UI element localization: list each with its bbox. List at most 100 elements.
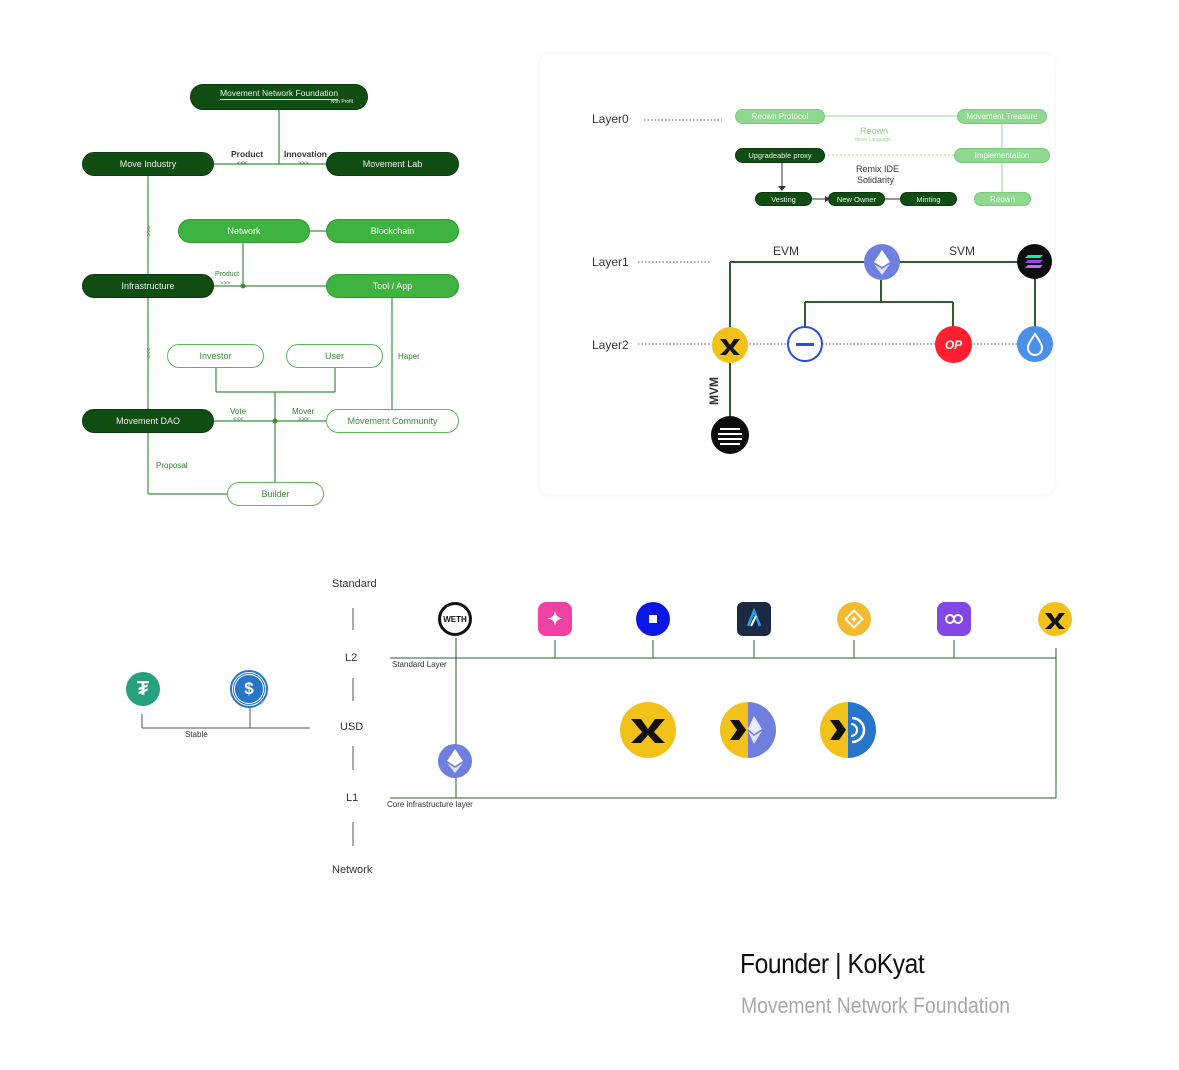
movement-usdc-icon: [820, 702, 876, 758]
ethereum-glyph: [874, 250, 890, 275]
label-arrows-left: <<<: [237, 161, 248, 167]
solana-glyph: [1025, 255, 1043, 268]
node-minting: Minting: [900, 192, 957, 206]
label-arrows-vertical-2: >>>: [144, 347, 151, 359]
usdc-symbol: $: [244, 679, 254, 698]
node-blockchain: Blockchain: [326, 219, 459, 243]
label-move-language: Move Language: [855, 137, 891, 143]
node-network: Network: [178, 219, 310, 243]
layers-panel: Layer0 Layer1 Layer2 Reown Protocol Move…: [540, 54, 1054, 494]
weth-label: WETH: [443, 614, 467, 624]
footer-org: Movement Network Foundation: [741, 993, 1011, 1018]
arbitrum-icon: [737, 602, 771, 636]
label-layer0: Layer0: [592, 112, 629, 126]
arbitrum-glyph: [746, 607, 762, 627]
label-vote: Vote: [230, 407, 247, 416]
movement-big-glyph: [631, 719, 665, 743]
node-movement-community: Movement Community: [326, 409, 459, 433]
movement-icon-top: [1038, 602, 1072, 636]
node-movement-lab: Movement Lab: [326, 152, 459, 176]
node-tool-app: Tool / App: [326, 274, 459, 298]
bnb-glyph: [844, 609, 864, 629]
optimism-icon: OP: [935, 326, 972, 363]
label-arrows-vote: <<<: [233, 417, 244, 423]
base-icon: [636, 602, 670, 636]
aptos-icon: [711, 416, 749, 454]
label-network: Network: [332, 864, 373, 876]
ethereum-icon-l1: [438, 744, 472, 778]
label-layer2: Layer2: [592, 338, 629, 352]
node-upgradeable-proxy: Upgradeable proxy: [735, 148, 825, 163]
label-core-layer: Core infrastructure layer: [387, 800, 473, 809]
label-l1: L1: [346, 792, 359, 804]
ethereum-glyph-l1: [447, 749, 463, 773]
node-movement-treasure: Movement Treasure: [957, 109, 1047, 124]
label-svm: SVM: [949, 244, 976, 258]
label-layer1: Layer1: [592, 255, 629, 269]
stack-panel: Standard L2 USD L1 Network Standard Laye…: [80, 546, 1135, 906]
label-mvm: MVM: [707, 377, 721, 405]
node-user: User: [286, 344, 383, 368]
movement-glyph: [720, 339, 740, 355]
movement-eth-icon: [720, 702, 776, 758]
stop-glyph: [796, 343, 814, 346]
node-root-title: Movement Network Foundation: [219, 88, 339, 100]
weth-icon: WETH: [438, 602, 472, 636]
label-innovation: Innovation: [284, 149, 327, 159]
ethereum-icon: [864, 244, 900, 280]
optimism-label: OP: [944, 337, 963, 352]
node-builder: Builder: [227, 482, 324, 506]
stop-icon: [787, 326, 823, 362]
tether-symbol: ₮: [136, 677, 150, 700]
footer-founder: Founder | KoKyat: [740, 948, 925, 979]
stack-connectors: [141, 608, 1057, 846]
node-investor: Investor: [167, 344, 264, 368]
polygon-glyph: [945, 614, 963, 624]
node-root-subtitle: Non Profit: [330, 98, 353, 105]
solana-icon: [1017, 244, 1052, 279]
node-new-owner: New Owner: [828, 192, 885, 206]
node-move-industry: Move Industry: [82, 152, 214, 176]
aptos-glyph: [718, 428, 742, 445]
node-vesting: Vesting: [755, 192, 812, 206]
label-mover: Mover: [292, 407, 315, 416]
label-remix-ide: Remix IDE: [856, 164, 900, 174]
label-arrows-mover: >>>: [298, 417, 309, 423]
label-l2: L2: [345, 652, 358, 664]
bnb-icon: [837, 602, 871, 636]
label-stable: Stable: [185, 730, 208, 739]
label-solidarity: Solidarity: [857, 175, 895, 185]
label-evm: EVM: [773, 244, 800, 258]
node-movement-dao: Movement DAO: [82, 409, 214, 433]
label-standard-layer: Standard Layer: [392, 660, 447, 669]
label-reown-center: Reown: [860, 126, 889, 136]
label-standard: Standard: [332, 578, 377, 590]
base-glyph: [649, 615, 657, 623]
node-movement-network-foundation: Movement Network Foundation Non Profit: [190, 84, 368, 110]
sparkle-icon: ✦: [538, 602, 572, 636]
node-implementation: Implementation: [954, 148, 1050, 163]
tether-icon: ₮: [126, 672, 160, 706]
movement-usdc-glyph: [830, 716, 866, 744]
org-diagram-panel: Movement Network Foundation Non Profit M…: [80, 80, 460, 508]
label-usd: USD: [340, 721, 364, 733]
movement-big-icon: [620, 702, 676, 758]
label-product-small: Product: [215, 271, 240, 278]
layers-connectors: [638, 115, 1036, 417]
org-connectors: [147, 110, 393, 495]
movement-eth-glyph: [730, 716, 762, 744]
label-product: Product: [231, 149, 264, 159]
movement-glyph-top: [1045, 613, 1065, 629]
usdc-icon: $: [230, 670, 268, 708]
label-arrows-right: >>>: [298, 161, 309, 167]
drop-icon: [1017, 326, 1053, 362]
polygon-icon: [937, 602, 971, 636]
node-infrastructure: Infrastructure: [82, 274, 214, 298]
label-proposal: Proposal: [156, 461, 188, 470]
node-reown-bottom: Reown: [974, 192, 1031, 206]
node-reown-protocol: Reown Protocol: [735, 109, 825, 124]
label-haper: Haper: [398, 352, 420, 361]
movement-icon: [712, 327, 748, 363]
label-arrows-product: >>>: [220, 281, 231, 287]
drop-glyph: [1026, 332, 1044, 356]
